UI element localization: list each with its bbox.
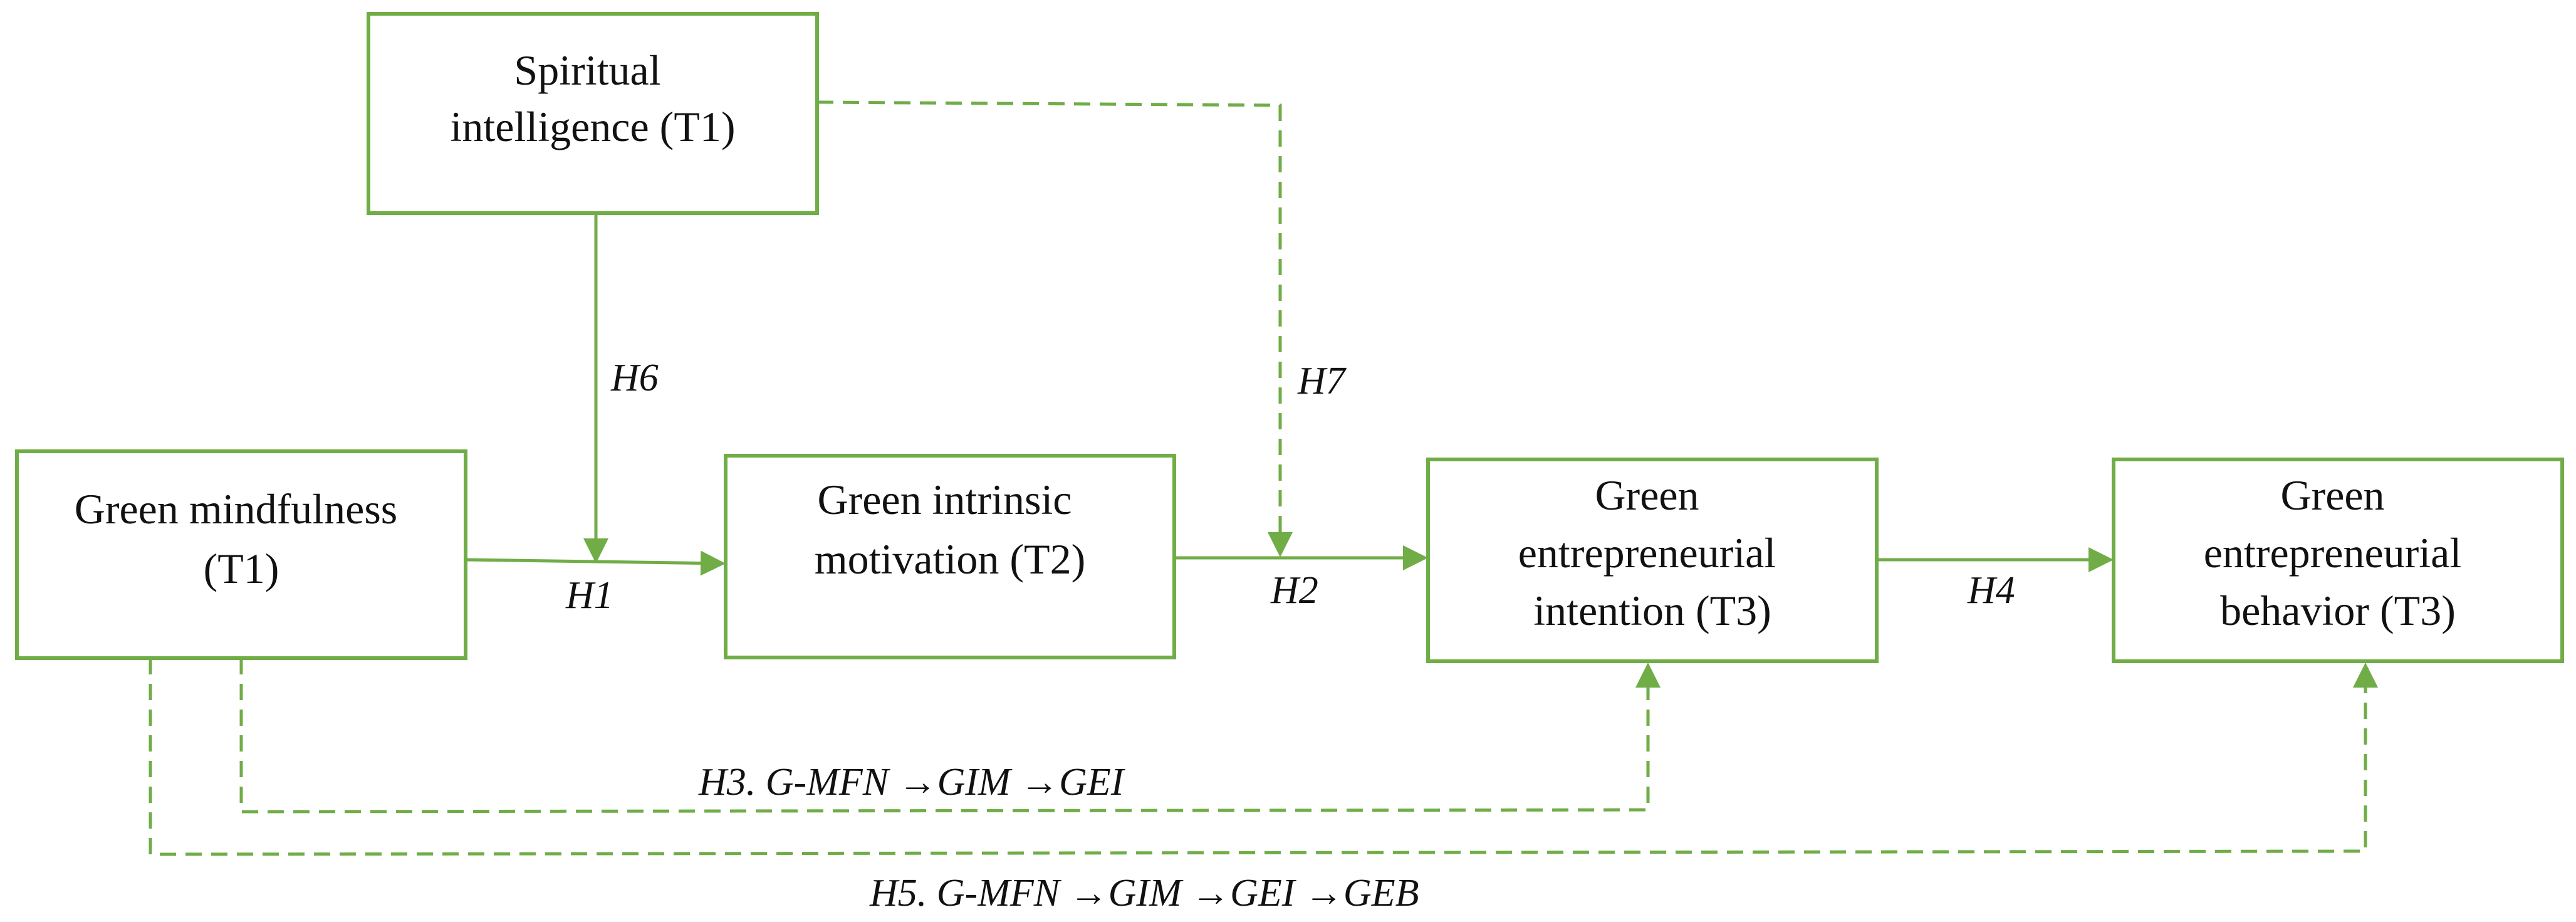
node-box xyxy=(2112,458,2564,663)
edge-h7-arrow xyxy=(816,100,1293,557)
node-box xyxy=(724,454,1176,659)
node-label: Spiritual intelligence (T1) xyxy=(450,46,735,150)
node-box xyxy=(367,12,819,215)
node-label: Green intrinsic motivation (T2) xyxy=(815,476,1085,583)
edge-h5-arrow xyxy=(149,658,2378,856)
node-green-mindfulness: Green mindfulness (T1) xyxy=(15,449,467,660)
edge-h3-label: H3. G-MFN →GIM →GEI xyxy=(698,761,1126,804)
node-box xyxy=(15,449,467,660)
node-box xyxy=(1426,458,1879,663)
edge-h6-label: H6 xyxy=(610,357,659,399)
node-green-entrepreneurial-behavior: Green entrepreneurial behavior (T3) xyxy=(2112,458,2564,663)
edge-h3-arrow xyxy=(239,658,1661,814)
node-green-intrinsic-motivation: Green intrinsic motivation (T2) xyxy=(724,454,1176,659)
edge-h1-label: H1 xyxy=(565,574,613,617)
node-green-entrepreneurial-intention: Green entrepreneurial intention (T3) xyxy=(1426,458,1879,663)
edge-h1-arrow xyxy=(465,550,726,576)
node-spiritual-intelligence: Spiritual intelligence (T1) xyxy=(367,12,819,215)
edge-h7-label: H7 xyxy=(1297,360,1347,402)
edge-h4-label: H4 xyxy=(1967,569,2015,612)
edge-h5-label: H5. G-MFN →GIM →GEI →GEB xyxy=(869,872,1419,914)
node-label: Green entrepreneurial behavior (T3) xyxy=(2204,471,2473,634)
edge-h2-label: H2 xyxy=(1270,569,1318,612)
node-label: Green mindfulness (T1) xyxy=(75,485,409,592)
node-label: Green entrepreneurial intention (T3) xyxy=(1518,471,1787,634)
